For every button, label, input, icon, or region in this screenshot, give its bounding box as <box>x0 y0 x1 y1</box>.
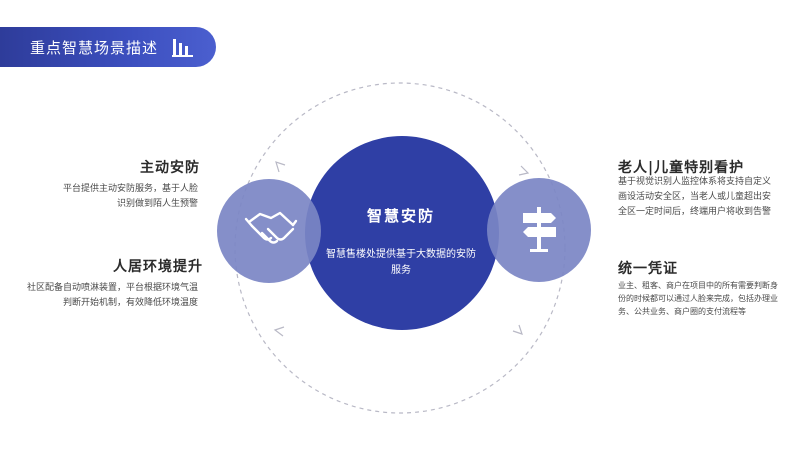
section-title-residential-environment: 人居环境提升 <box>113 259 203 275</box>
section-desc-residential-environment: 社区配备自动喷淋装置，平台根据环境气温判断开始机制，有效降低环境温度 <box>26 283 198 308</box>
page-title: 重点智慧场景描述 <box>30 38 159 57</box>
ring-arrow-icon <box>275 161 286 173</box>
bar-chart-icon <box>172 39 193 57</box>
section-title-elderly-child-care: 老人|儿童特别看护 <box>618 160 745 176</box>
section-title-active-security: 主动安防 <box>140 160 200 176</box>
section-desc-elderly-child-care: 基于视觉识别人监控体系将支持自定义画设活动安全区，当老人或儿童超出安全区一定时间… <box>618 177 772 217</box>
header-title-bar: 重点智慧场景描述 <box>0 27 216 67</box>
center-circle <box>305 136 499 330</box>
handshake-icon <box>244 211 298 244</box>
signpost-icon <box>523 207 556 252</box>
section-desc-active-security: 平台提供主动安防服务，基于人脸识别做到陌人生预警 <box>62 184 198 209</box>
center-title: 智慧安防 <box>366 207 435 225</box>
section-title-unified-credential: 统一凭证 <box>618 261 678 277</box>
ring-arrow-icon <box>273 326 285 337</box>
section-desc-unified-credential: 业主、租客、商户在项目中的所有需要判断身份的时候都可以通过人脸来完成，包括办理业… <box>618 281 778 316</box>
ring-arrow-icon <box>512 324 523 335</box>
ring-arrow-icon <box>518 165 530 176</box>
center-description: 智慧售楼处提供基于大数据的安防服务 <box>326 249 476 276</box>
